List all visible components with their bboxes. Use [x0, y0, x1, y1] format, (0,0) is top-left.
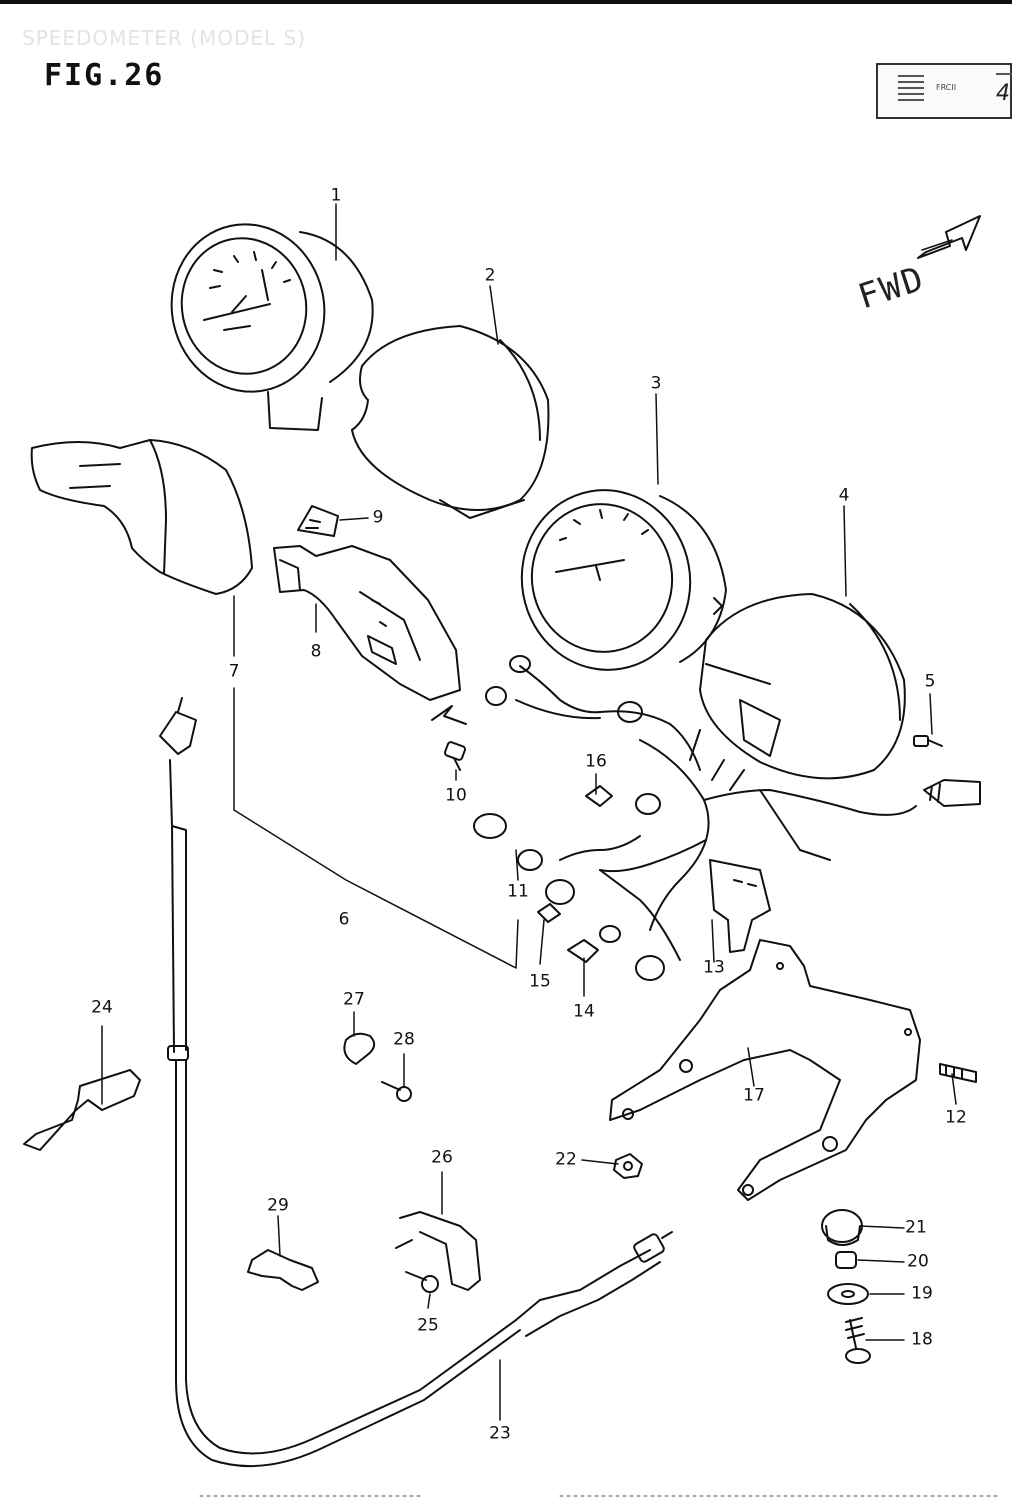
callout-22: 22 [555, 1149, 577, 1170]
forward-arrow-icon [917, 215, 981, 259]
faint-page-title: SPEEDOMETER (MODEL S) [22, 26, 307, 50]
stamp-text-lines [898, 75, 924, 105]
part-27-clip [343, 1032, 376, 1065]
callout-12: 12 [945, 1107, 967, 1128]
callout-24: 24 [91, 997, 113, 1018]
callout-18: 18 [911, 1329, 933, 1350]
part-19-washer [827, 1283, 869, 1305]
callout-4: 4 [838, 485, 850, 506]
part-1-tachometer [170, 223, 374, 431]
part-12-bolt [939, 1063, 977, 1083]
part-14-bulb [567, 939, 599, 963]
part-25-screw [405, 1271, 439, 1293]
part-21-grommet [821, 1209, 863, 1246]
callout-10: 10 [445, 785, 467, 806]
callout-1: 1 [330, 185, 342, 206]
callout-17: 17 [743, 1085, 765, 1106]
part-15-bulb [537, 903, 561, 923]
part-2-tacho-housing [351, 325, 550, 519]
part-11-bulb-sockets [473, 655, 665, 981]
callout-28: 28 [393, 1029, 415, 1050]
callout-6: 6 [338, 909, 350, 930]
callout-8: 8 [310, 641, 322, 662]
callout-7: 7 [228, 661, 240, 682]
stamp-corner-rule [996, 73, 1012, 75]
part-8-bracket-cover [273, 545, 461, 701]
callout-21: 21 [905, 1217, 927, 1238]
callout-23: 23 [489, 1423, 511, 1444]
part-28-screw [381, 1081, 412, 1102]
part-20-collar [835, 1251, 857, 1269]
top-border-line [0, 0, 1012, 4]
callout-15: 15 [529, 971, 551, 992]
part-29-clamp [247, 1249, 319, 1291]
callout-16: 16 [585, 751, 607, 772]
part-6-wiring-harness [515, 665, 981, 961]
part-5-screw [913, 735, 943, 747]
part-24-wire-clip [23, 1069, 141, 1151]
callout-leaders [101, 203, 957, 1421]
part-9-pad [297, 505, 339, 537]
stamp-mid-text: FRCII [936, 83, 957, 92]
callout-26: 26 [431, 1147, 453, 1168]
figure-title: FIG.26 [44, 58, 165, 93]
part-3-speedometer [520, 489, 727, 671]
callout-11: 11 [507, 881, 529, 902]
callout-9: 9 [372, 507, 384, 528]
callout-29: 29 [267, 1195, 289, 1216]
part-10-screw [431, 705, 467, 771]
callout-14: 14 [573, 1001, 595, 1022]
part-18-bolt [845, 1317, 871, 1364]
part-26-wire-guide [395, 1211, 481, 1291]
callout-25: 25 [417, 1315, 439, 1336]
callout-2: 2 [484, 265, 496, 286]
stamp-code: 4 [996, 81, 1010, 106]
part-22-nut [613, 1153, 643, 1179]
callout-19: 19 [911, 1283, 933, 1304]
catalog-stamp: FRCII 4 [876, 63, 1012, 119]
callout-20: 20 [907, 1251, 929, 1272]
part-17-main-bracket [609, 939, 921, 1201]
callout-5: 5 [924, 671, 936, 692]
callout-13: 13 [703, 957, 725, 978]
callout-3: 3 [650, 373, 662, 394]
part-7-cover [30, 439, 253, 595]
callout-27: 27 [343, 989, 365, 1010]
part-23-speedo-cable [159, 697, 673, 1468]
part-16-bulb [585, 785, 613, 807]
part-4-speedo-housing [699, 593, 906, 780]
part-13-plate [709, 859, 771, 953]
